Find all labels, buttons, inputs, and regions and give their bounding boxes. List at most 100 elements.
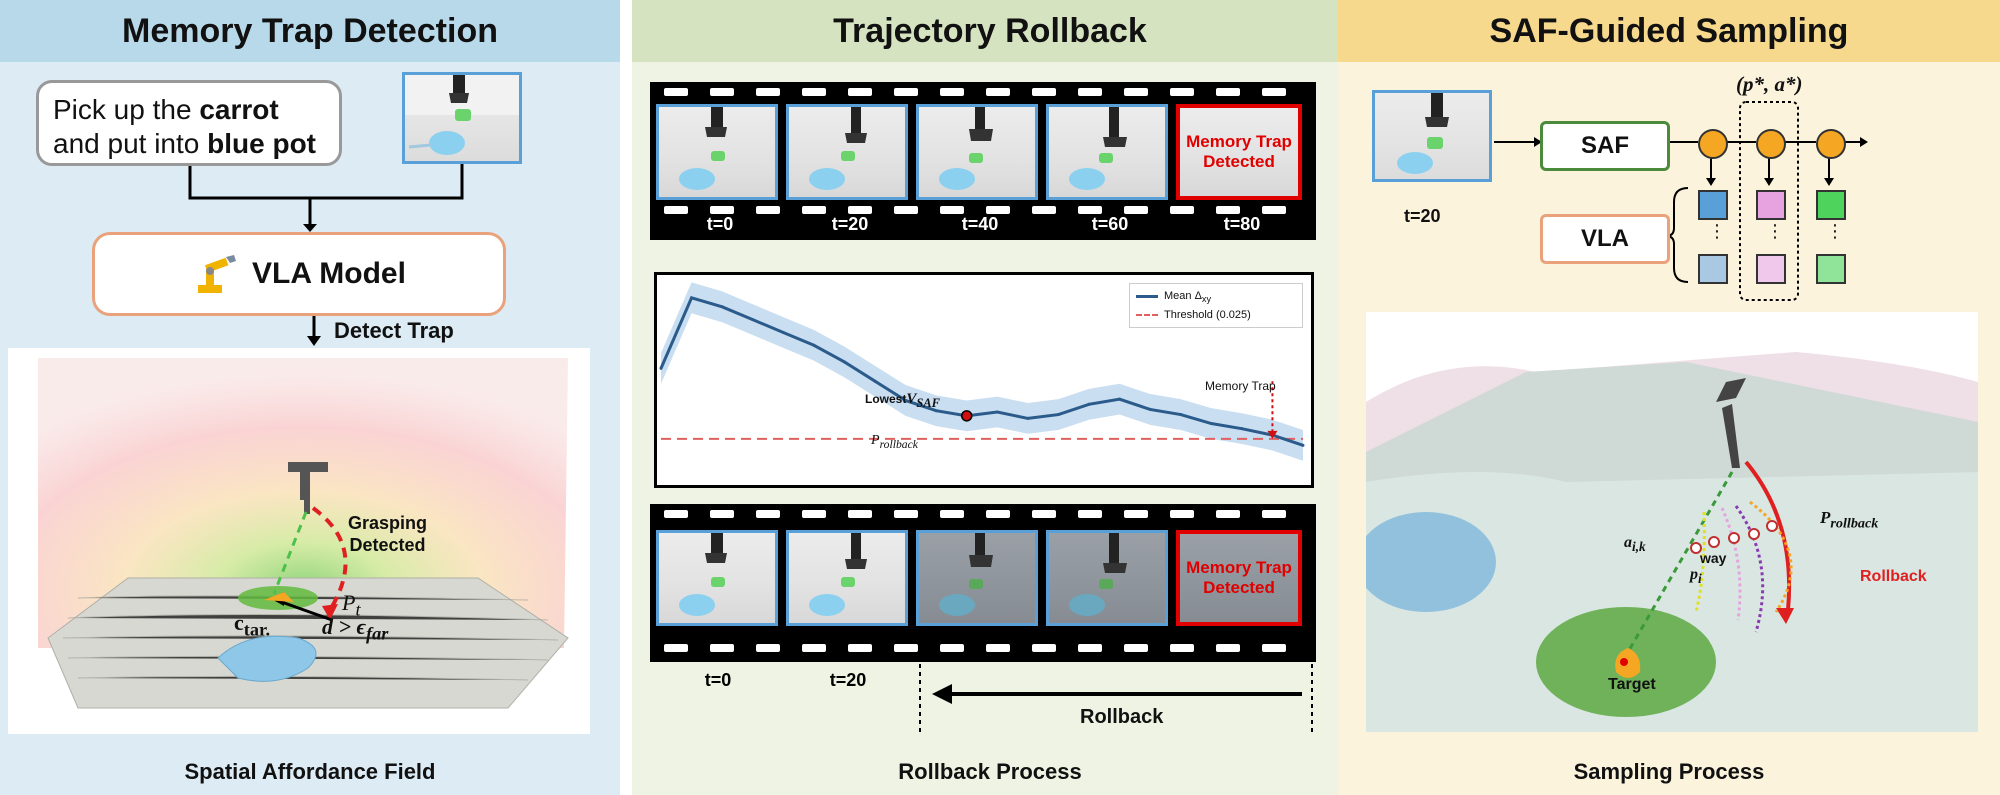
time-label: t=0 bbox=[704, 670, 732, 690]
panel-title: Trajectory Rollback bbox=[632, 0, 1348, 62]
data-point bbox=[812, 343, 816, 347]
instruction-text: Pick up the bbox=[53, 94, 200, 125]
rollback-arrow bbox=[919, 656, 1313, 734]
vsaf-text: V bbox=[906, 391, 917, 407]
chart-canvas bbox=[659, 282, 1305, 461]
chart-legend: Mean Δxy Threshold (0.025) bbox=[1129, 283, 1303, 329]
frame-t0 bbox=[656, 104, 778, 200]
panel-memory-trap-detection: Memory Trap Detection Pick up the carrot… bbox=[0, 0, 620, 795]
data-point bbox=[1118, 397, 1122, 401]
data-point bbox=[873, 379, 877, 383]
panel-title: SAF-Guided Sampling bbox=[1338, 0, 2000, 62]
ctar-text: c bbox=[234, 610, 244, 635]
frame-b-t40-dim bbox=[916, 530, 1038, 626]
data-point bbox=[995, 410, 999, 414]
vla-model-box: VLA Model bbox=[92, 232, 506, 316]
a-sub: i,k bbox=[1632, 539, 1646, 555]
film-strip-top: Memory Trap Detected t=0 t=20 t=40 t=60 … bbox=[650, 82, 1316, 240]
connector-lines bbox=[188, 164, 464, 346]
saf-box: SAF bbox=[1540, 121, 1670, 171]
time-label: t=80 bbox=[1223, 214, 1261, 234]
lowest-vsaf-label: LowestVSAF bbox=[865, 391, 940, 411]
ellipsis-dots: ⋮ bbox=[1708, 221, 1726, 241]
film-strip-bottom: Memory Trap Detected bbox=[650, 504, 1316, 662]
pi-sub: i bbox=[1698, 571, 1702, 587]
grasping-text: Grasping bbox=[348, 513, 428, 533]
legend-mean-text: Mean Δ bbox=[1164, 290, 1202, 302]
pi-text: p bbox=[1690, 566, 1698, 583]
data-point bbox=[934, 409, 938, 413]
way-label: way bbox=[1700, 550, 1727, 566]
sampling-flow-lines bbox=[1494, 101, 1868, 301]
time-label: t=40 bbox=[961, 214, 999, 234]
pt-text: P bbox=[342, 590, 356, 615]
a-ik-label: ai,k bbox=[1624, 534, 1646, 555]
data-point bbox=[781, 330, 785, 334]
frame-t40 bbox=[916, 104, 1038, 200]
mean-delta-line bbox=[659, 296, 1304, 447]
action-sample-pink-light bbox=[1756, 254, 1786, 284]
dist-text: d > ϵ bbox=[322, 614, 366, 639]
optimal-pair-label: (p*, a*) bbox=[1736, 72, 1803, 96]
time-label: t=60 bbox=[1091, 214, 1129, 234]
p-rollback-sub: rollback bbox=[879, 437, 918, 451]
pt-label: Pt bbox=[342, 590, 361, 620]
vsaf-sub: SAF bbox=[916, 396, 940, 410]
lowest-vsaf-marker bbox=[960, 410, 973, 422]
ellipsis-dots: ⋮ bbox=[1826, 221, 1844, 241]
lowest-text: Lowest bbox=[865, 392, 907, 406]
pi-label: pi bbox=[1690, 566, 1702, 587]
panel-trajectory-rollback: Trajectory Rollback bbox=[632, 0, 1348, 795]
dist-sub: far bbox=[366, 623, 389, 644]
p-rollback-text: P bbox=[871, 433, 880, 448]
action-sample-pink bbox=[1756, 190, 1786, 220]
data-point bbox=[1087, 402, 1091, 406]
ctar-sub: tar. bbox=[243, 619, 271, 640]
sampling-scene-image bbox=[1356, 312, 1978, 732]
legend-mean-sub: xy bbox=[1201, 294, 1212, 305]
current-observation-image bbox=[1372, 90, 1492, 182]
p-rollback-label: Prollback bbox=[1820, 508, 1878, 532]
data-point bbox=[1179, 413, 1183, 417]
rollout-node-2 bbox=[1756, 129, 1786, 159]
confidence-band bbox=[661, 282, 1303, 461]
caption: Sampling Process bbox=[1573, 759, 1765, 784]
rollout-node-1 bbox=[1698, 129, 1728, 159]
time-label: t=0 bbox=[706, 214, 734, 234]
frame-t60 bbox=[1046, 104, 1168, 200]
frame-b-t80-trap: Memory Trap Detected bbox=[1176, 530, 1302, 626]
legend-mean: Mean Δxy bbox=[1136, 288, 1296, 307]
p-rollback-text: P bbox=[1820, 508, 1831, 527]
memory-trap-detected-text: Memory Trap Detected bbox=[1186, 558, 1292, 597]
data-point bbox=[1026, 416, 1030, 420]
data-point bbox=[1056, 413, 1060, 417]
time-label: t=20 bbox=[831, 214, 869, 234]
a-text: a bbox=[1624, 534, 1632, 551]
action-sample-blue-light bbox=[1698, 254, 1728, 284]
data-point bbox=[842, 360, 846, 364]
mean-delta-chart: Mean Δxy Threshold (0.025) LowestVSAF Pr… bbox=[654, 272, 1314, 488]
frame-b-t60-dim bbox=[1046, 530, 1168, 626]
rollback-label: Rollback bbox=[1860, 568, 1927, 585]
data-point bbox=[1240, 427, 1244, 431]
data-point bbox=[904, 398, 908, 402]
observation-image bbox=[402, 72, 522, 164]
legend-threshold: Threshold (0.025) bbox=[1136, 307, 1296, 323]
spatial-affordance-field-image bbox=[8, 348, 590, 734]
time-label: t=20 bbox=[829, 670, 867, 690]
instruction-object: carrot bbox=[199, 94, 279, 125]
frame-t80-trap: Memory Trap Detected bbox=[1176, 104, 1302, 200]
data-point bbox=[659, 366, 663, 370]
rollout-node-3 bbox=[1816, 129, 1846, 159]
action-sample-blue bbox=[1698, 190, 1728, 220]
memory-trap-arrowhead bbox=[1267, 430, 1278, 439]
data-point bbox=[690, 296, 694, 300]
pt-sub: t bbox=[355, 599, 361, 620]
target-label: Target bbox=[1608, 676, 1656, 693]
instruction-box: Pick up the carrot and put into blue pot bbox=[36, 80, 342, 166]
film-perforations-bottom bbox=[664, 510, 1286, 652]
detected-text: Detected bbox=[349, 535, 426, 555]
instruction-text-2: and put into bbox=[53, 128, 208, 159]
data-point bbox=[751, 318, 755, 322]
memory-trap-detected-text: Memory Trap Detected bbox=[1186, 132, 1292, 171]
